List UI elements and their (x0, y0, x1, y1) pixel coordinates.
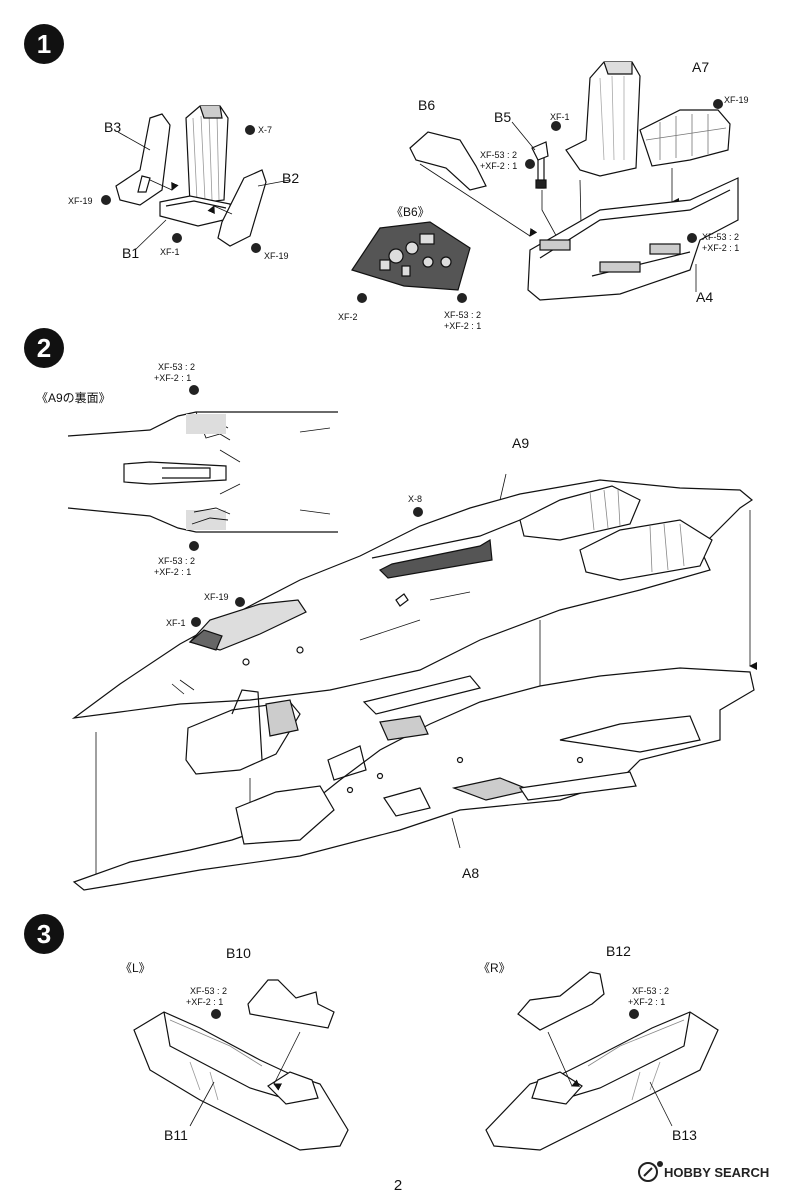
part-label-b6: B6 (418, 97, 435, 113)
part-label-b13: B13 (672, 1127, 697, 1143)
paint-label-xf53-b6-1: XF-53 : 2 (444, 310, 481, 320)
paint-label-r-1: XF-53 : 2 (632, 986, 669, 996)
step-2-badge: 2 (24, 328, 64, 368)
step-1-number: 1 (37, 29, 51, 59)
part-label-a7: A7 (692, 59, 709, 75)
a4-cockpit-tub-drawing (527, 177, 739, 301)
part-label-b3: B3 (104, 119, 121, 135)
part-label-a8: A8 (462, 865, 479, 881)
paint-label-a9-bot-2: +XF-2 : 1 (154, 567, 191, 577)
paint-label-xf19-left: XF-19 (68, 196, 93, 206)
paint-label-a9-bot-1: XF-53 : 2 (158, 556, 195, 566)
a9-upper-fuselage-drawing (71, 473, 757, 882)
right-side-label: 《R》 (478, 961, 511, 975)
watermark-text: HOBBY SEARCH (664, 1165, 769, 1180)
paint-label-xf53-a4-2: +XF-2 : 1 (702, 243, 739, 253)
watermark: HOBBY SEARCH (638, 1161, 769, 1182)
paint-label-xf53-b6-2: +XF-2 : 1 (444, 321, 481, 331)
left-side-label: 《L》 (120, 961, 151, 975)
paint-label-xf1-b5: XF-1 (550, 112, 570, 122)
a8-lower-fuselage-drawing (72, 667, 755, 891)
part-label-b5: B5 (494, 109, 511, 125)
part-label-b11: B11 (164, 1127, 188, 1143)
paint-label-xf53-b5-1: XF-53 : 2 (480, 150, 517, 160)
paint-label-xf2-b6: XF-2 (338, 312, 358, 322)
part-label-b10: B10 (226, 945, 251, 961)
step-1-badge: 1 (24, 24, 64, 64)
paint-label-xf1-seat: XF-1 (160, 247, 180, 257)
a7-coaming-drawing (639, 109, 731, 206)
paint-label-xf19-canopy: XF-19 (204, 592, 229, 602)
cockpit-seat-drawing (565, 61, 641, 272)
part-label-b12: B12 (606, 943, 631, 959)
paint-label-x8: X-8 (408, 494, 422, 504)
b5-stick-drawing (511, 121, 584, 271)
b6-detail-label: 《B6》 (391, 205, 430, 219)
b6-instrument-panel-detail (351, 221, 471, 291)
seat-assembly-drawing (115, 105, 291, 251)
b10-left-part-drawing (247, 979, 335, 1091)
paint-label-r-2: +XF-2 : 1 (628, 997, 665, 1007)
paint-markers-seat (101, 125, 261, 253)
b12-right-part-drawing (517, 971, 605, 1087)
step-3-number: 3 (37, 919, 51, 949)
step-1: 1 (24, 24, 749, 331)
step-2: 2 《A9の裏面》 XF-53 : 2 +XF-2 : 1 XF-53 : 2 … (24, 328, 757, 891)
paint-label-a9-top-1: XF-53 : 2 (158, 362, 195, 372)
step-3-badge: 3 (24, 914, 64, 954)
paint-label-xf1-canopy: XF-1 (166, 618, 186, 628)
part-label-b1: B1 (122, 245, 139, 261)
page-number: 2 (394, 1177, 402, 1194)
paint-label-l-2: +XF-2 : 1 (186, 997, 223, 1007)
paint-label-l-1: XF-53 : 2 (190, 986, 227, 996)
part-label-b2: B2 (282, 170, 299, 186)
paint-label-x7: X-7 (258, 125, 272, 135)
cockpit-subassembly-drawing (185, 689, 301, 810)
part-label-a9: A9 (512, 435, 529, 451)
hobby-search-logo-icon (638, 1161, 663, 1182)
step-3: 3 《L》 《R》 B10 XF-53 : 2 +XF-2 : 1 B11 (24, 914, 719, 1151)
b11-left-intake-drawing (133, 1011, 349, 1151)
paint-label-xf53-b5-2: +XF-2 : 1 (480, 161, 517, 171)
paint-label-xf19-a7: XF-19 (724, 95, 749, 105)
b13-right-intake-drawing (485, 1011, 719, 1151)
b6-part-drawing (409, 131, 538, 237)
paint-label-xf53-a4-1: XF-53 : 2 (702, 232, 739, 242)
paint-label-a9-top-2: +XF-2 : 1 (154, 373, 191, 383)
part-label-a4: A4 (696, 289, 713, 305)
a9-underside-detail (67, 411, 338, 533)
paint-label-xf19-right: XF-19 (264, 251, 289, 261)
a9-underside-label: 《A9の裏面》 (36, 390, 111, 405)
step-2-number: 2 (37, 333, 51, 363)
